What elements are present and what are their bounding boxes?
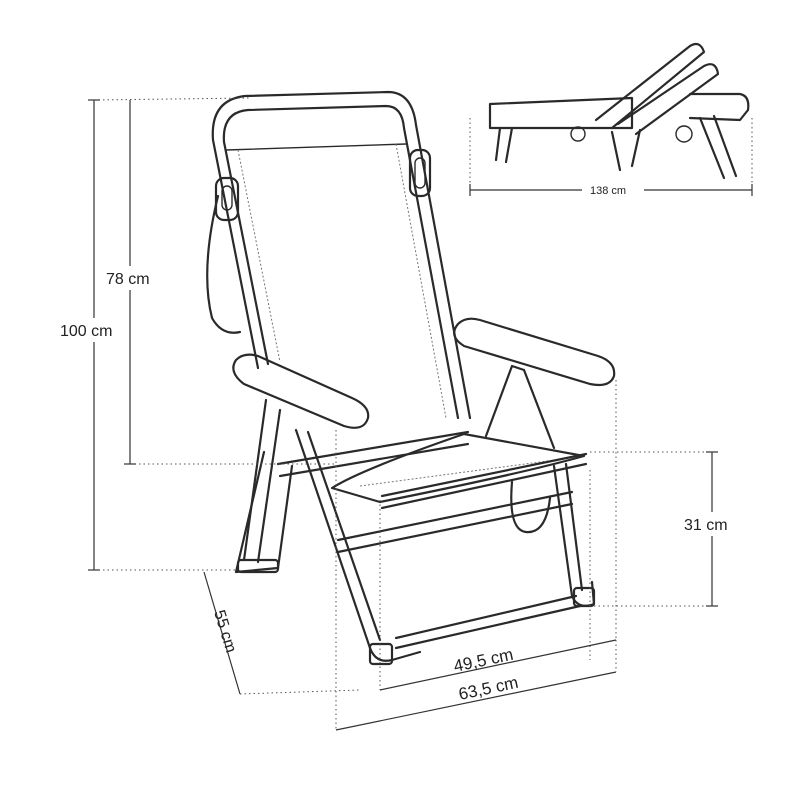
bottom-rail [394, 594, 582, 650]
seat-front-bar [380, 452, 588, 510]
dim-total-width [335, 671, 617, 731]
side-handle-left [206, 194, 242, 334]
folded-back-rail-2 [616, 63, 720, 136]
beach-chair-drawing [206, 90, 616, 666]
foot-cap-front-left [368, 642, 394, 666]
backrest-inner-frame [222, 104, 460, 420]
lower-crossbar [336, 490, 574, 554]
armrest-right [453, 317, 616, 387]
folded-footrest [688, 92, 750, 122]
foot-cap-rear [236, 558, 280, 574]
folded-seat [488, 96, 634, 130]
label-seat-height: 31 cm [684, 517, 728, 534]
armrest-support-right [484, 364, 556, 450]
front-leg-left-inner [306, 430, 382, 642]
carry-strap [510, 480, 552, 534]
fabric-seam-left [237, 149, 281, 363]
rear-crossbar [276, 430, 470, 478]
label-height-back: 78 cm [106, 271, 150, 288]
armrest-support-left [242, 398, 282, 564]
label-folded-length: 138 cm [590, 185, 626, 197]
folded-chair-drawing [488, 42, 750, 180]
label-depth: 55 cm [210, 608, 239, 655]
armrest-left [232, 353, 370, 429]
dimension-lines [88, 97, 753, 731]
seat-seam [359, 457, 571, 487]
dim-depth [203, 571, 241, 695]
folded-back-rail [594, 42, 706, 130]
foot-cap-front-right [572, 586, 596, 608]
guide-top [93, 97, 251, 101]
backrest-frame [211, 90, 472, 420]
label-height-total: 100 cm [60, 323, 112, 340]
seat-fabric [330, 432, 586, 504]
handle-clip [214, 176, 240, 222]
rear-leg-left [234, 450, 294, 574]
fabric-seam-right [395, 143, 447, 419]
label-total-width: 63,5 cm [457, 673, 520, 704]
handle-clip-right [408, 148, 432, 198]
front-leg-left [294, 428, 422, 662]
dim-seat-width [379, 639, 617, 691]
folded-wheel [570, 126, 586, 142]
folded-legs [494, 114, 738, 180]
front-leg-right-inner [564, 462, 584, 592]
front-leg-right [552, 464, 596, 607]
headrest-band [225, 143, 407, 151]
label-seat-width: 49,5 cm [452, 645, 515, 676]
